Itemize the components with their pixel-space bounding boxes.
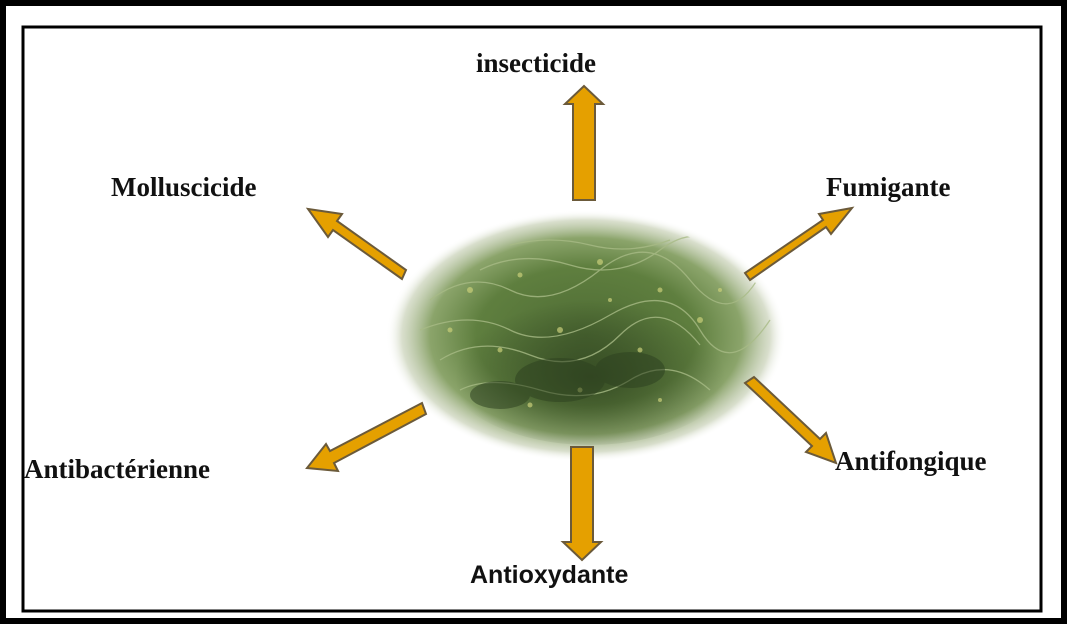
arrow-up-right-fumigante <box>745 208 852 280</box>
label-antioxydante: Antioxydante <box>470 563 628 588</box>
arrow-down-left-antibacterienne <box>307 403 426 471</box>
arrow-down-antioxydante <box>563 447 601 560</box>
label-insecticide: insecticide <box>476 50 596 77</box>
label-molluscicide: Molluscicide <box>111 174 256 201</box>
label-antibacterienne: Antibactérienne <box>24 456 210 483</box>
label-antifongique: Antifongique <box>835 448 987 475</box>
arrow-down-right-antifongique <box>745 377 836 463</box>
arrow-up-insecticide <box>565 86 603 200</box>
plant-image <box>386 210 786 462</box>
label-fumigante: Fumigante <box>826 174 951 201</box>
arrow-up-left-molluscicide <box>308 209 406 279</box>
